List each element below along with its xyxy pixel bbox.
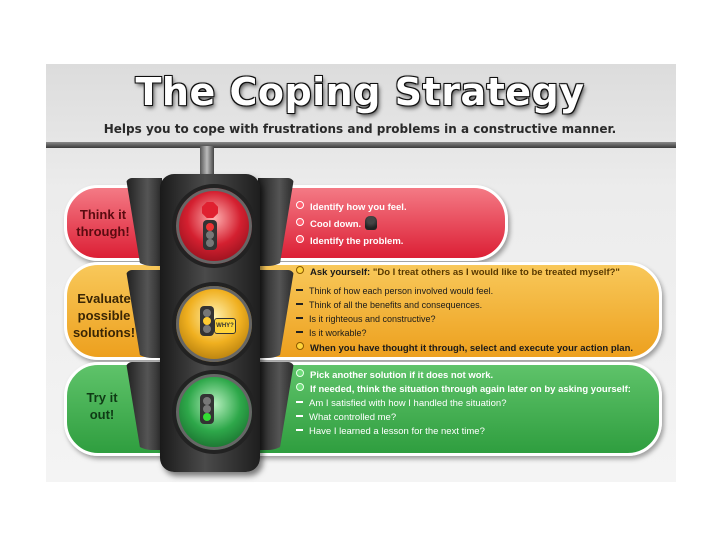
cool-down-icon	[365, 216, 378, 230]
mini-traffic-light-icon	[200, 394, 214, 424]
bullet-icon	[296, 218, 304, 226]
dash-icon	[296, 401, 303, 403]
list-item: Ask yourself: "Do I treat others as I wo…	[296, 266, 633, 280]
item-text: Is it workable?	[309, 328, 367, 338]
item-text: Think of how each person involved would …	[309, 286, 494, 296]
list-item: What controlled me?	[296, 411, 631, 425]
stage-label-line: Try it	[86, 390, 118, 405]
dash-icon	[296, 429, 303, 431]
list-item: Is it righteous and constructive?	[296, 312, 633, 326]
dash-icon	[296, 289, 303, 291]
dash-icon	[296, 331, 303, 333]
stage-label-line: Think it	[79, 207, 127, 222]
mini-traffic-light-icon	[203, 220, 217, 250]
stage-label-line: out!	[89, 407, 115, 422]
why-sign-icon: WHY?	[214, 318, 236, 334]
item-text: What controlled me?	[309, 412, 397, 423]
list-item: Have I learned a lesson for the next tim…	[296, 425, 631, 439]
list-item: Think of how each person involved would …	[296, 284, 633, 298]
stop-sign-icon	[202, 202, 218, 218]
page-title: The Coping Strategy	[135, 70, 585, 114]
stage-try-label: Try it out!	[66, 389, 138, 423]
item-text: Pick another solution if it does not wor…	[310, 370, 494, 381]
item-text: Cool down.	[310, 219, 362, 230]
item-text: Identify how you feel.	[310, 202, 407, 213]
page-subtitle: Helps you to cope with frustrations and …	[103, 122, 617, 136]
stage-label-line: Evaluate	[77, 291, 131, 306]
list-item: Think of all the benefits and consequenc…	[296, 298, 633, 312]
think-items: Identify how you feel. Cool down. Identi…	[296, 199, 407, 250]
bullet-icon	[296, 383, 304, 391]
stage-label-line: solutions!	[72, 325, 136, 340]
dash-icon	[296, 317, 303, 319]
bullet-icon	[296, 342, 304, 350]
list-item: Identify how you feel.	[296, 199, 407, 216]
bullet-icon	[296, 235, 304, 243]
bullet-icon	[296, 201, 304, 209]
list-item: Cool down.	[296, 216, 407, 233]
try-items: Pick another solution if it does not wor…	[296, 369, 631, 439]
bullet-icon	[296, 266, 304, 274]
stage-label-line: possible	[77, 308, 131, 323]
list-item: Is it workable?	[296, 326, 633, 340]
list-item: If needed, think the situation through a…	[296, 383, 631, 397]
traffic-light-rail	[46, 142, 676, 148]
mini-traffic-light-icon	[200, 306, 214, 336]
stage-evaluate-label: Evaluate possible solutions!	[64, 290, 144, 341]
stage-label-line: through!	[76, 224, 130, 239]
dash-icon	[296, 303, 303, 305]
list-item: Identify the problem.	[296, 233, 407, 250]
list-item: Am I satisfied with how I handled the si…	[296, 397, 631, 411]
evaluate-items: Ask yourself: "Do I treat others as I wo…	[296, 266, 633, 356]
green-lamp	[172, 370, 256, 454]
dash-icon	[296, 415, 303, 417]
item-text: Identify the problem.	[310, 236, 404, 247]
item-text: If needed, think the situation through a…	[310, 384, 631, 395]
bullet-icon	[296, 369, 304, 377]
list-item: Pick another solution if it does not wor…	[296, 369, 631, 383]
item-text: Have I learned a lesson for the next tim…	[309, 426, 485, 437]
ask-question: "Do I treat others as I would like to be…	[372, 267, 620, 278]
item-text: Think of all the benefits and consequenc…	[309, 300, 483, 310]
ask-label: Ask yourself:	[310, 267, 371, 278]
item-text: Am I satisfied with how I handled the si…	[309, 398, 507, 409]
stage-think-label: Think it through!	[66, 206, 140, 240]
list-item: When you have thought it through, select…	[296, 342, 633, 356]
item-text: When you have thought it through, select…	[310, 343, 634, 354]
item-text: Is it righteous and constructive?	[309, 314, 436, 324]
traffic-light-pole	[200, 146, 214, 176]
